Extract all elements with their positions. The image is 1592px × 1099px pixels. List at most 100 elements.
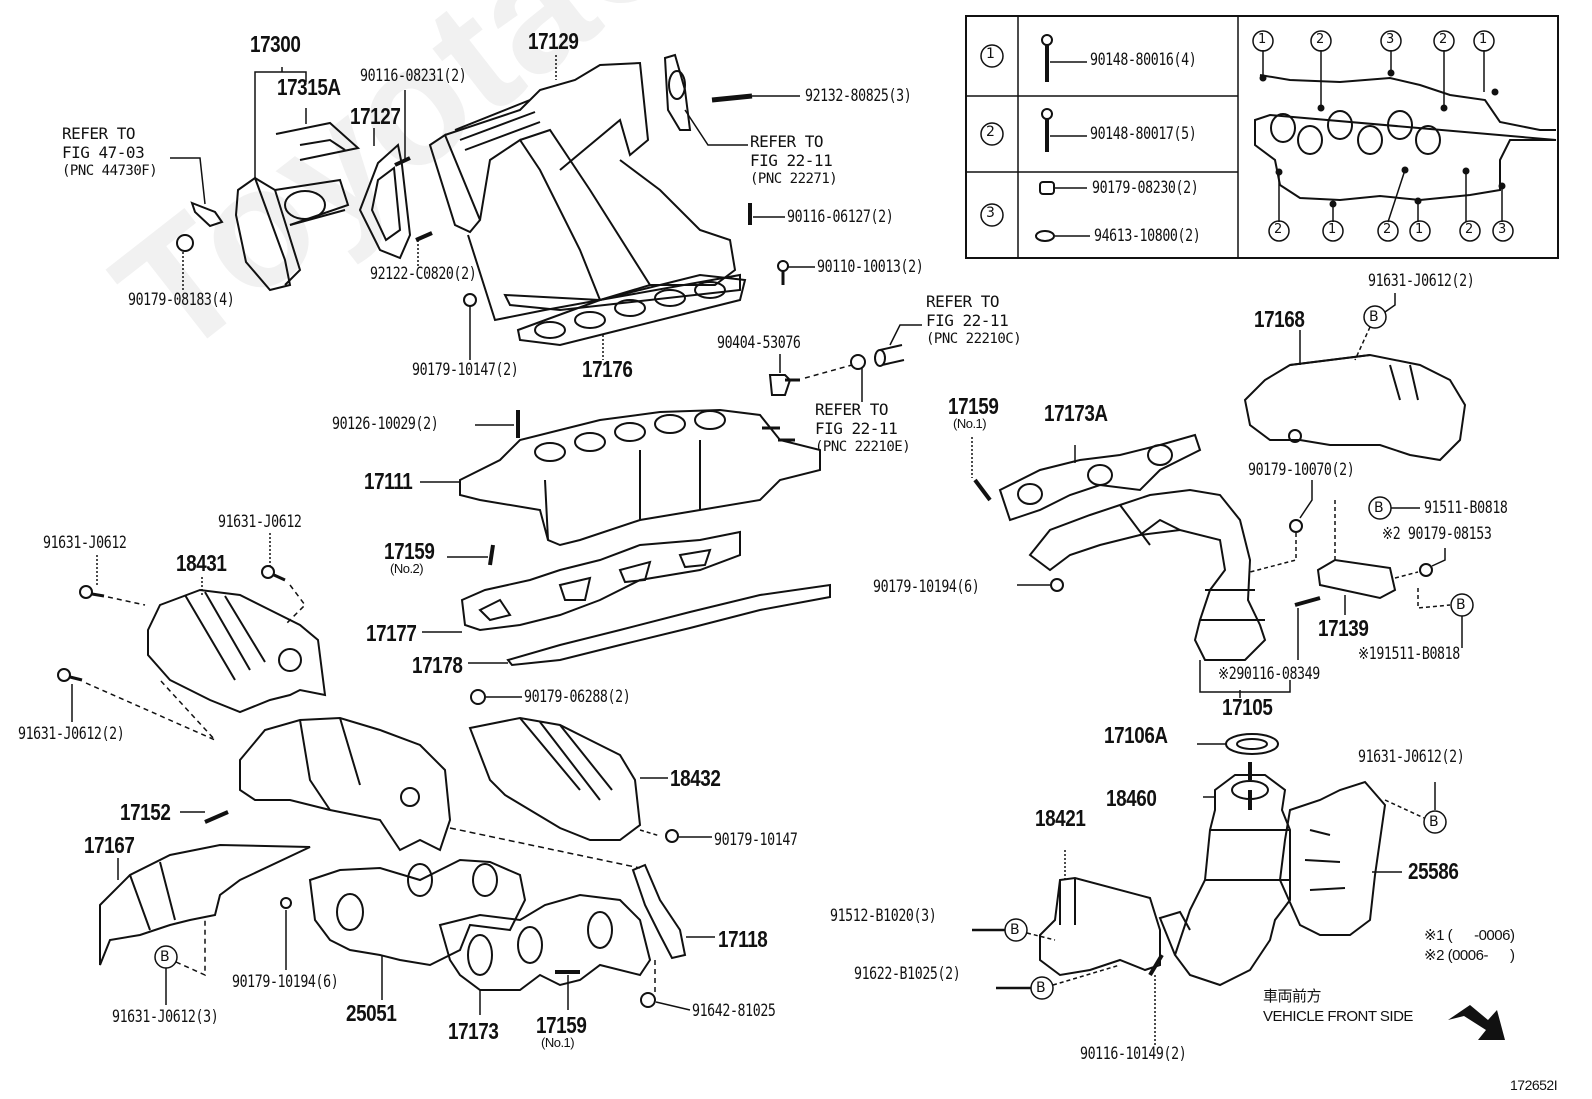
gasket-17127[interactable] xyxy=(358,128,412,260)
throttle-body-17300[interactable] xyxy=(234,176,350,292)
fitting-90404-53076[interactable] xyxy=(768,354,853,396)
refer-fig-22-11-22210E[interactable]: REFER TO FIG 22-11 (PNC 22210E) xyxy=(815,400,911,457)
label-90116-06127[interactable]: 90116-06127(2) xyxy=(787,207,894,227)
gasket-17106A[interactable] xyxy=(1197,733,1279,755)
heat-insulator-25586[interactable] xyxy=(1278,780,1402,936)
label-18431[interactable]: 18431 xyxy=(176,550,227,576)
label-91631-J0612-b[interactable]: 91631-J0612 xyxy=(218,512,302,532)
gasket-17177[interactable] xyxy=(422,530,741,633)
label-17159-no1-b[interactable]: 17159 xyxy=(536,1012,587,1038)
bolt-91631-J0612-a[interactable] xyxy=(79,555,146,606)
label-17176[interactable]: 17176 xyxy=(582,356,633,382)
intake-manifold-17111[interactable] xyxy=(420,408,821,547)
stud-90116-10149[interactable] xyxy=(1148,953,1164,1045)
intake-manifold-17129[interactable] xyxy=(428,55,741,322)
stud-90116-06127[interactable] xyxy=(748,203,785,225)
stud-17152[interactable] xyxy=(180,810,229,824)
exhaust-manifold-17105[interactable] xyxy=(1028,488,1291,698)
label-90116-10149[interactable]: 90116-10149(2) xyxy=(1080,1044,1187,1064)
label-18460[interactable]: 18460 xyxy=(1106,785,1157,811)
label-92122-C0820[interactable]: 92122-C0820(2) xyxy=(370,264,477,284)
gasket-22271[interactable] xyxy=(663,53,748,146)
legend-part-94613-10800[interactable]: 94613-10800(2) xyxy=(1094,226,1201,246)
label-17111[interactable]: 17111 xyxy=(364,468,413,494)
label-90179-10194-b[interactable]: 90179-10194(6) xyxy=(232,972,339,992)
label-17178[interactable]: 17178 xyxy=(412,652,463,678)
label-90179-10147[interactable]: 90179-10147 xyxy=(714,830,798,850)
label-90110-10013[interactable]: 90110-10013(2) xyxy=(817,257,924,277)
label-17159-no1-a[interactable]: 17159 xyxy=(948,393,999,419)
heat-insulator-18421[interactable] xyxy=(1039,850,1161,977)
nut-90179-10147-2[interactable] xyxy=(463,293,477,360)
refer-fig-22-11-22210C[interactable]: REFER TO FIG 22-11 (PNC 22210C) xyxy=(926,292,1022,349)
label-17129[interactable]: 17129 xyxy=(528,28,579,54)
stud-17159-no1-a[interactable] xyxy=(971,437,992,502)
label-91512-B1020[interactable]: 91512-B1020(3) xyxy=(830,906,937,926)
bolt-91631-J0612-2a[interactable] xyxy=(57,668,216,741)
label-17139[interactable]: 17139 xyxy=(1318,615,1369,641)
gasket-17173[interactable] xyxy=(438,893,652,1015)
stud-92132-80825[interactable] xyxy=(711,93,800,103)
nut-90179-10194-a[interactable] xyxy=(1017,578,1064,592)
label-91511-B0818-a[interactable]: 91511-B0818 xyxy=(1424,498,1508,518)
label-91622-B1025[interactable]: 91622-B1025(2) xyxy=(854,964,961,984)
label-25586[interactable]: 25586 xyxy=(1408,858,1459,884)
nut-90179-08183[interactable] xyxy=(176,234,194,290)
nut-90179-06288[interactable] xyxy=(470,689,522,705)
label-90179-06288[interactable]: 90179-06288(2) xyxy=(524,687,631,707)
sensor-44730F[interactable] xyxy=(170,157,224,228)
stud-90116-08349[interactable] xyxy=(1294,596,1321,660)
converter-18460[interactable] xyxy=(1158,762,1291,987)
label-90116-08231[interactable]: 90116-08231(2) xyxy=(360,66,467,86)
label-90179-10070[interactable]: 90179-10070(2) xyxy=(1248,460,1355,480)
label-17127[interactable]: 17127 xyxy=(350,103,401,129)
label-90179-08183[interactable]: 90179-08183(4) xyxy=(128,290,235,310)
label-91631-J0612-2b[interactable]: 91631-J0612(2) xyxy=(1368,271,1475,291)
label-90179-08153[interactable]: ※2 90179-08153 xyxy=(1382,524,1492,544)
label-18421[interactable]: 18421 xyxy=(1035,805,1086,831)
bracket-17118[interactable] xyxy=(449,827,715,960)
bolt-90110-10013[interactable] xyxy=(777,260,815,285)
label-92132-80825[interactable]: 92132-80825(3) xyxy=(805,86,912,106)
gasket-17176[interactable] xyxy=(516,273,747,360)
label-17173[interactable]: 17173 xyxy=(448,1018,499,1044)
stud-17159-no1-b[interactable] xyxy=(555,970,580,1010)
label-91642-81025[interactable]: 91642-81025 xyxy=(692,1001,776,1021)
label-91631-J0612-2a[interactable]: 91631-J0612(2) xyxy=(18,724,125,744)
refer-fig-47-03[interactable]: REFER TO FIG 47-03 (PNC 44730F) xyxy=(62,124,158,181)
label-91511-B0818-b[interactable]: ※191511-B0818 xyxy=(1358,644,1460,664)
label-17167[interactable]: 17167 xyxy=(84,832,135,858)
heat-insulator-18432[interactable] xyxy=(468,716,668,841)
label-91631-J0612-a[interactable]: 91631-J0612 xyxy=(43,533,127,553)
label-17105[interactable]: 17105 xyxy=(1222,694,1273,720)
stud-92122-C0820[interactable] xyxy=(415,231,433,268)
label-17315A[interactable]: 17315A xyxy=(277,74,341,100)
stud-90126-10029[interactable] xyxy=(475,410,520,438)
label-91631-J0612-2c[interactable]: 91631-J0612(2) xyxy=(1358,747,1465,767)
exhaust-manifold-25051[interactable] xyxy=(239,716,527,1000)
label-25051[interactable]: 25051 xyxy=(346,1000,397,1026)
hose-22210C[interactable] xyxy=(874,324,922,367)
legend-part-90148-80017[interactable]: 90148-80017(5) xyxy=(1090,124,1197,144)
label-17159-no2[interactable]: 17159 xyxy=(384,538,435,564)
label-17173A[interactable]: 17173A xyxy=(1044,400,1108,426)
label-17177[interactable]: 17177 xyxy=(366,620,417,646)
stud-90116-08231[interactable] xyxy=(394,90,411,167)
refer-fig-22-11-22271[interactable]: REFER TO FIG 22-11 (PNC 22271) xyxy=(750,132,838,189)
label-17168[interactable]: 17168 xyxy=(1254,306,1305,332)
label-90179-10194-a[interactable]: 90179-10194(6) xyxy=(873,577,980,597)
bolt-91631-J0612-b[interactable] xyxy=(261,533,306,626)
legend-part-90179-08230[interactable]: 90179-08230(2) xyxy=(1092,178,1199,198)
label-17152[interactable]: 17152 xyxy=(120,799,171,825)
heat-insulator-18431[interactable] xyxy=(147,577,327,714)
heat-insulator-17167[interactable] xyxy=(99,843,311,966)
nut-90179-10147[interactable] xyxy=(639,829,712,843)
label-90116-08349[interactable]: ※290116-08349 xyxy=(1218,664,1320,684)
gasket-17178[interactable] xyxy=(468,583,831,667)
nut-90179-10070[interactable] xyxy=(1249,480,1313,573)
label-18432[interactable]: 18432 xyxy=(670,765,721,791)
bracket-17139[interactable] xyxy=(1316,500,1397,615)
nut-90179-10194-b[interactable] xyxy=(280,897,292,970)
label-17300[interactable]: 17300 xyxy=(250,31,301,57)
nut-90179-08153[interactable] xyxy=(1394,548,1446,579)
